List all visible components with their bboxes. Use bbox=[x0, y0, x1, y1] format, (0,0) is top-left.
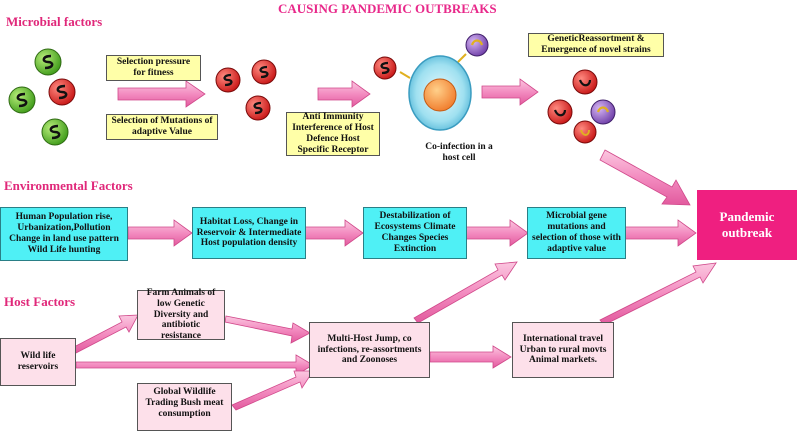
pandemic-outbreak-box: Pandemic outbreak bbox=[697, 190, 797, 260]
box-farm-animals: Farm Animals of low Genetic Diversity an… bbox=[137, 288, 225, 341]
diagonal-arrow-icon bbox=[71, 149, 717, 411]
box-multi-host: Multi-Host Jump, co infections, re-assor… bbox=[309, 322, 430, 378]
box-habitat-loss: Habitat Loss, Change in Reservoir & Inte… bbox=[192, 207, 306, 259]
host-cell-icon bbox=[399, 33, 489, 131]
red-virus-cluster-icon bbox=[215, 56, 397, 121]
box-selection-mutations: Selection of Mutations of adaptive Value bbox=[106, 114, 218, 140]
box-destabilization: Destabilization of Ecosystems Climate Ch… bbox=[363, 207, 467, 259]
section-host-factors: Host Factors bbox=[4, 294, 76, 309]
section-microbial-factors: Microbial factors bbox=[6, 14, 103, 29]
box-microbial-gene: Microbial gene mutations and selection o… bbox=[527, 207, 626, 259]
box-wild-life: Wild life reservoirs bbox=[0, 338, 76, 386]
diagram-title: CAUSING PANDEMIC OUTBREAKS bbox=[278, 1, 497, 16]
section-environmental-factors: Environmental Factors bbox=[4, 178, 133, 193]
arrow-icon bbox=[75, 78, 697, 376]
box-global-wildlife: Global Wildlife Trading Bush meat consum… bbox=[137, 383, 232, 431]
box-human-population: Human Population rise, Urbanization,Poll… bbox=[0, 207, 128, 261]
box-selection-pressure: Selection pressure for fitness bbox=[106, 55, 201, 81]
box-genetic-reassortment: GeneticReassortment & Emergence of novel… bbox=[528, 33, 664, 57]
green-virus-cluster-icon bbox=[8, 48, 76, 146]
label-coinfection: Co-infection in a host cell bbox=[425, 142, 493, 163]
box-anti-immunity: Anti Immunity Interference of Host Defen… bbox=[286, 112, 380, 156]
novel-strain-cluster-icon bbox=[547, 69, 616, 144]
box-international-travel: International travel Urban to rural movt… bbox=[512, 322, 614, 378]
